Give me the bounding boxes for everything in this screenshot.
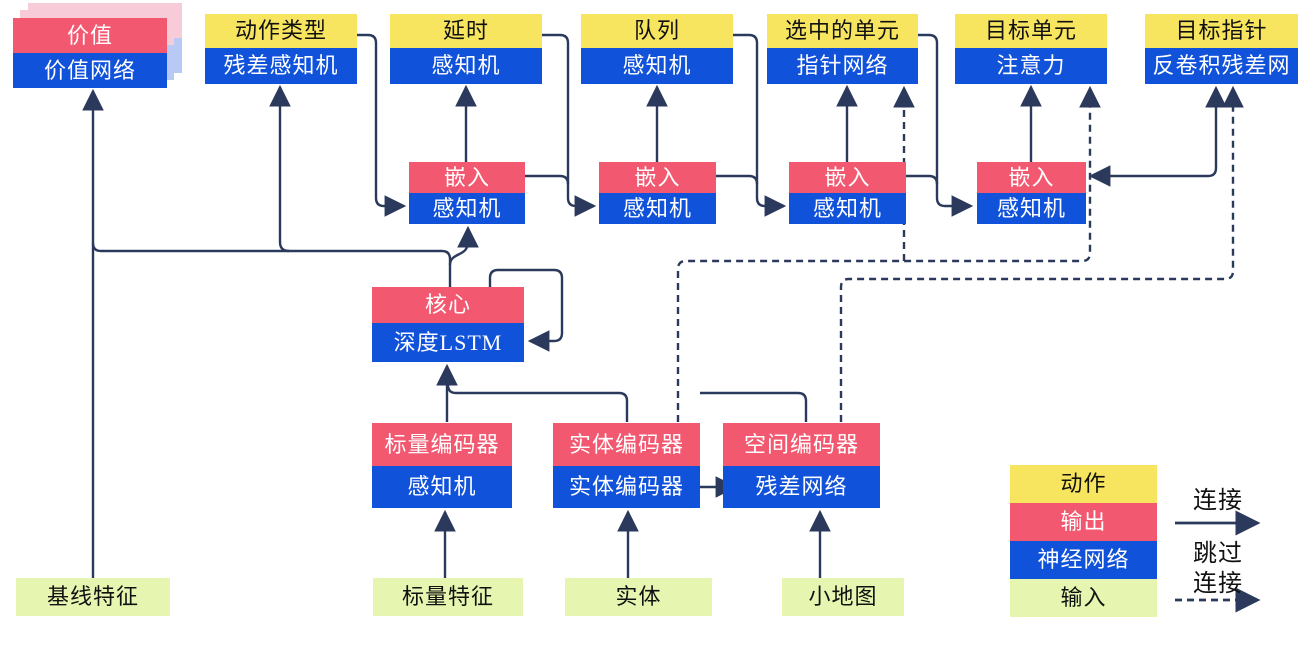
node-embedding-2: 嵌入 感知机 [599, 162, 716, 224]
node-baseline-features: 基线特征 [16, 578, 170, 616]
node-minimap: 小地图 [782, 578, 904, 616]
edge-delay-to-emb2 [542, 33, 597, 217]
legend-dashed-arrow-label-line2: 连接 [1193, 570, 1243, 597]
embedding-2-label: 嵌入 [599, 162, 716, 193]
node-value: 价值 价值网络 [13, 18, 167, 88]
embedding-2-network-label: 感知机 [599, 193, 716, 224]
target-unit-label: 目标单元 [955, 14, 1107, 48]
legend-color-key: 动作 输出 神经网络 输入 [1010, 465, 1157, 617]
minimap-label: 小地图 [782, 578, 904, 616]
value-output-label: 价值 [13, 18, 167, 53]
target-point-label: 目标指针 [1145, 14, 1298, 48]
legend-input-swatch: 输入 [1010, 579, 1157, 617]
node-scalar-encoder: 标量编码器 感知机 [372, 423, 512, 508]
selected-units-label: 选中的单元 [767, 14, 918, 48]
embedding-1-network-label: 感知机 [409, 193, 525, 224]
node-spatial-encoder: 空间编码器 残差网络 [723, 423, 880, 508]
target-unit-network-label: 注意力 [955, 48, 1107, 84]
scalar-encoder-label: 标量编码器 [372, 423, 512, 466]
skip-entity-to-attention [676, 85, 1101, 422]
embedding-4-network-label: 感知机 [977, 193, 1086, 224]
baseline-features-label: 基线特征 [16, 578, 170, 616]
legend-network-swatch: 神经网络 [1010, 541, 1157, 579]
node-embedding-1: 嵌入 感知机 [409, 162, 525, 224]
skip-spatial-to-deconv [839, 85, 1244, 422]
node-embedding-3: 嵌入 感知机 [789, 162, 906, 224]
node-delay: 延时 感知机 [390, 14, 542, 84]
edge-bus-to-actiontype [269, 84, 291, 253]
target-point-network-label: 反卷积残差网 [1145, 48, 1298, 84]
entities-label: 实体 [565, 578, 712, 616]
edge-queue-to-emb3 [733, 33, 787, 217]
embedding-3-network-label: 感知机 [789, 193, 906, 224]
node-target-unit: 目标单元 注意力 [955, 14, 1107, 84]
node-entities: 实体 [565, 578, 712, 616]
legend-action-swatch: 动作 [1010, 465, 1157, 503]
core-network-label: 深度LSTM [372, 323, 524, 362]
queue-network-label: 感知机 [581, 48, 733, 84]
node-embedding-4: 嵌入 感知机 [977, 162, 1086, 224]
node-queue: 队列 感知机 [581, 14, 733, 84]
queue-label: 队列 [581, 14, 733, 48]
node-target-point: 目标指针 反卷积残差网 [1145, 14, 1298, 84]
edge-bus-to-emb1 [448, 225, 479, 266]
embedding-1-label: 嵌入 [409, 162, 525, 193]
node-selected-units: 选中的单元 指针网络 [767, 14, 918, 84]
node-scalar-features: 标量特征 [373, 578, 523, 616]
edge-emb1-merge [525, 174, 570, 185]
node-action-type: 动作类型 残差感知机 [205, 14, 357, 84]
edge-entityencoder-to-core [446, 377, 629, 422]
legend-solid-arrow-label: 连接 [1193, 487, 1243, 514]
selected-units-network-label: 指针网络 [767, 48, 918, 84]
edge-emb2-merge [716, 174, 759, 185]
legend-output-swatch: 输出 [1010, 503, 1157, 541]
edge-spatialencoder-to-core [700, 391, 808, 422]
action-type-network-label: 残差感知机 [205, 48, 357, 84]
legend-dashed-arrow-label-line1: 跳过 [1193, 540, 1243, 567]
edge-actiontype-to-emb1 [357, 33, 407, 217]
delay-network-label: 感知机 [390, 48, 542, 84]
spatial-encoder-network-label: 残差网络 [723, 466, 880, 508]
value-network-label: 价值网络 [13, 53, 167, 88]
scalar-encoder-network-label: 感知机 [372, 466, 512, 508]
entity-encoder-label: 实体编码器 [553, 423, 700, 466]
embedding-4-label: 嵌入 [977, 162, 1086, 193]
node-core: 核心 深度LSTM [372, 287, 524, 362]
action-type-label: 动作类型 [205, 14, 357, 48]
edge-emb3-merge [906, 174, 939, 185]
spatial-encoder-label: 空间编码器 [723, 423, 880, 466]
entity-encoder-network-label: 实体编码器 [553, 466, 700, 508]
edge-selectedunits-to-emb4 [918, 33, 974, 217]
edge-emb4-to-targetpoint [1088, 85, 1227, 187]
node-entity-encoder: 实体编码器 实体编码器 [553, 423, 700, 508]
scalar-features-label: 标量特征 [373, 578, 523, 616]
embedding-3-label: 嵌入 [789, 162, 906, 193]
core-label: 核心 [372, 287, 524, 323]
edge-core-self-loop [488, 268, 564, 352]
edge-core-output-bus [91, 242, 452, 287]
delay-label: 延时 [390, 14, 542, 48]
